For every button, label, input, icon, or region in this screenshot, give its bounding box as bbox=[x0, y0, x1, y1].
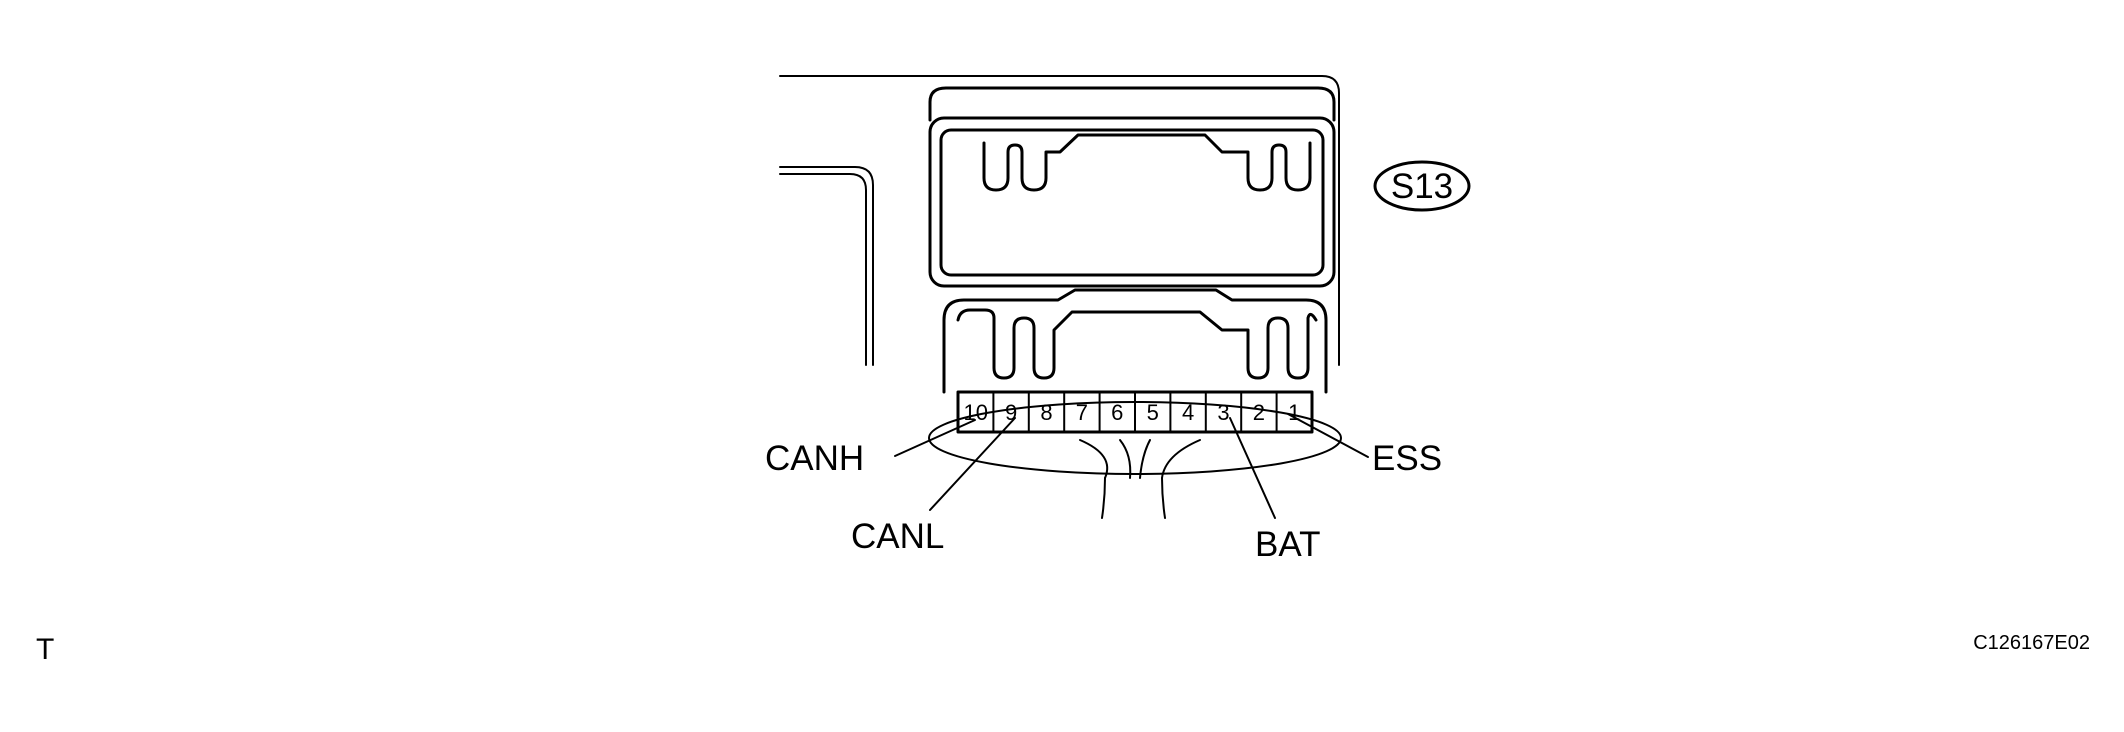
corner-mark: T bbox=[36, 633, 54, 666]
pin-number: 2 bbox=[1253, 400, 1265, 425]
terminal-label-canl: CANL bbox=[851, 517, 944, 556]
wire-harness bbox=[1079, 439, 1201, 519]
terminal-label-ess: ESS bbox=[1372, 439, 1442, 478]
pin-number: 1 bbox=[1288, 400, 1300, 425]
pin-number: 4 bbox=[1182, 400, 1194, 425]
plug-connector bbox=[942, 288, 1328, 394]
leader-lines bbox=[894, 413, 1369, 519]
pin-highlight-ellipse bbox=[928, 401, 1342, 475]
pin-number: 8 bbox=[1040, 400, 1052, 425]
pin-number: 5 bbox=[1147, 400, 1159, 425]
figure-code: C126167E02 bbox=[1973, 632, 2090, 654]
connector-id-badge: S13 bbox=[1373, 160, 1471, 212]
housing-outline bbox=[779, 75, 1340, 366]
terminal-label-bat: BAT bbox=[1255, 525, 1320, 564]
pin-number: 3 bbox=[1217, 400, 1229, 425]
pin-number: 7 bbox=[1076, 400, 1088, 425]
terminal-label-canh: CANH bbox=[765, 439, 864, 478]
connector-id-text: S13 bbox=[1391, 167, 1453, 206]
pin-number: 10 bbox=[963, 400, 987, 425]
receptacle-connector bbox=[928, 86, 1336, 288]
pin-number: 6 bbox=[1111, 400, 1123, 425]
